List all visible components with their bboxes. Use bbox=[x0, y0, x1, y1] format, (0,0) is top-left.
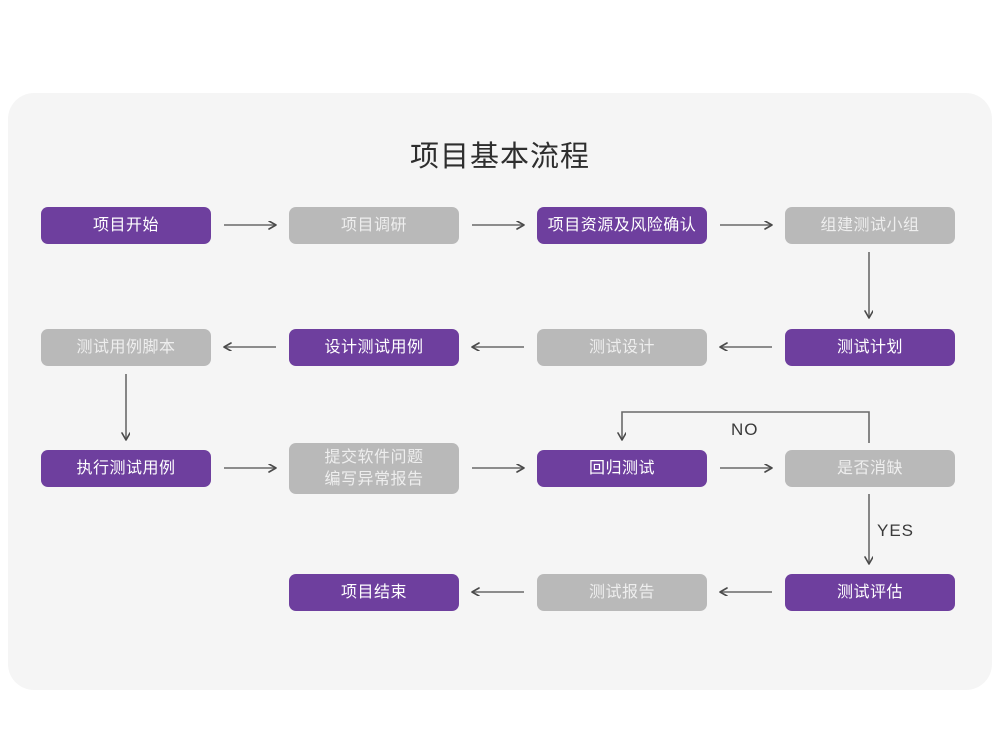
node-test-evaluation[interactable]: 测试评估 bbox=[785, 574, 955, 611]
node-execute-test-case[interactable]: 执行测试用例 bbox=[41, 450, 211, 487]
node-test-case-script[interactable]: 测试用例脚本 bbox=[41, 329, 211, 366]
node-project-end[interactable]: 项目结束 bbox=[289, 574, 459, 611]
edge-label-yes: YES bbox=[877, 521, 915, 540]
node-resource-risk-confirm[interactable]: 项目资源及风险确认 bbox=[537, 207, 707, 244]
edge-label-no: NO bbox=[731, 420, 759, 439]
node-design-test-case[interactable]: 设计测试用例 bbox=[289, 329, 459, 366]
node-project-research[interactable]: 项目调研 bbox=[289, 207, 459, 244]
arrow-no-loop bbox=[622, 411, 870, 443]
node-defect-resolved-decision[interactable]: 是否消缺 bbox=[785, 450, 955, 487]
node-form-test-team[interactable]: 组建测试小组 bbox=[785, 207, 955, 244]
node-test-report[interactable]: 测试报告 bbox=[537, 574, 707, 611]
node-test-design[interactable]: 测试设计 bbox=[537, 329, 707, 366]
node-test-plan[interactable]: 测试计划 bbox=[785, 329, 955, 366]
node-submit-defect-report[interactable]: 提交软件问题 编写异常报告 bbox=[289, 443, 459, 494]
page-title: 项目基本流程 bbox=[409, 141, 590, 173]
node-project-start[interactable]: 项目开始 bbox=[41, 207, 211, 244]
node-regression-test[interactable]: 回归测试 bbox=[537, 450, 707, 487]
